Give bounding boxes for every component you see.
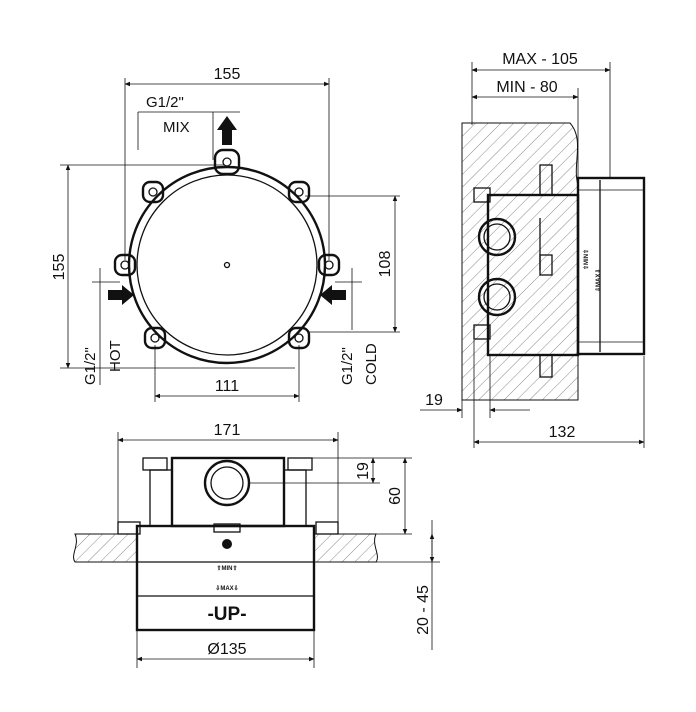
upper-port-circle <box>477 217 517 257</box>
dim-depth-text: 132 <box>549 424 576 441</box>
front-max-marking: ⇩MAX⇩ <box>215 585 238 592</box>
side-max-marking: ⇩MAX⇩ <box>595 269 602 292</box>
dimension-front-diameter: Ø135 <box>136 630 315 668</box>
side-view: ⇧MIN⇧ ⇩MAX⇩ MAX - 105 MIN - 80 19 <box>420 51 646 448</box>
dimension-side-offset: 19 <box>420 355 530 418</box>
cold-label-text: COLD <box>363 343 380 385</box>
dim-max-text: MAX - 105 <box>502 51 578 68</box>
dimension-depth: 132 <box>473 340 645 448</box>
mix-size-text: G1/2" <box>146 94 184 111</box>
dim-top-width-text: 155 <box>214 66 241 83</box>
hot-inlet-arrow-icon <box>108 285 134 305</box>
mix-inlet-label: G1/2" MIX <box>137 94 240 160</box>
hot-size-text: G1/2" <box>82 347 99 385</box>
cold-inlet-label: G1/2" COLD <box>335 268 380 385</box>
side-view-body: ⇧MIN⇧ ⇩MAX⇩ <box>473 164 646 378</box>
dimension-right-height: 108 <box>305 195 400 333</box>
wall-section <box>461 122 579 401</box>
top-view-body <box>113 148 341 365</box>
dim-bottom-width-text: 111 <box>215 378 239 395</box>
dimension-max: MAX - 105 <box>471 51 611 178</box>
up-label: -UP- <box>207 604 246 625</box>
dim-right-height-text: 108 <box>377 251 394 278</box>
front-wall-left <box>73 533 138 563</box>
dim-front-width-text: 171 <box>214 422 241 439</box>
center-mark <box>223 261 231 269</box>
dimension-left-height: 155 <box>51 164 295 369</box>
dim-side-offset-text: 19 <box>425 392 443 409</box>
dim-front-diameter-text: Ø135 <box>207 641 246 658</box>
dimension-front-offset: 19 <box>250 457 380 484</box>
dimension-bottom-width: 111 <box>154 345 300 402</box>
dimension-front-range: 20 - 45 <box>376 520 440 650</box>
dim-min-text: MIN - 80 <box>496 79 557 96</box>
hot-inlet-label: G1/2" HOT <box>82 268 124 385</box>
dim-left-height-text: 155 <box>51 254 68 281</box>
top-view: 155 G1/2" MIX 155 108 <box>51 66 400 402</box>
mounting-lug <box>287 180 311 204</box>
side-min-marking: ⇧MIN⇧ <box>583 249 590 270</box>
dimension-front-width: 171 <box>117 422 339 522</box>
mounting-lug <box>141 180 165 204</box>
cold-inlet-arrow-icon <box>320 285 346 305</box>
front-wall-right <box>313 533 378 563</box>
mix-label-text: MIX <box>163 119 190 136</box>
hot-label-text: HOT <box>107 340 124 372</box>
lower-port-circle <box>477 277 517 317</box>
dim-front-height-text: 60 <box>387 487 404 505</box>
dim-front-offset-text: 19 <box>355 462 372 480</box>
dimension-top-width: 155 <box>124 66 330 260</box>
front-screw-icon <box>222 539 232 549</box>
front-view-body: ⇧MIN⇧ ⇩MAX⇩ -UP- <box>117 456 339 632</box>
dimension-min: MIN - 80 <box>471 79 579 180</box>
front-view: ⇧MIN⇧ ⇩MAX⇩ -UP- 171 19 60 <box>73 422 440 668</box>
dim-front-range-text: 20 - 45 <box>415 585 432 635</box>
mounting-lug <box>213 148 241 176</box>
dimension-front-height: 60 <box>376 457 412 535</box>
front-min-marking: ⇧MIN⇧ <box>216 565 237 572</box>
cold-size-text: G1/2" <box>339 347 356 385</box>
front-port-circle <box>203 459 251 507</box>
mix-outlet-arrow-icon <box>217 116 237 145</box>
